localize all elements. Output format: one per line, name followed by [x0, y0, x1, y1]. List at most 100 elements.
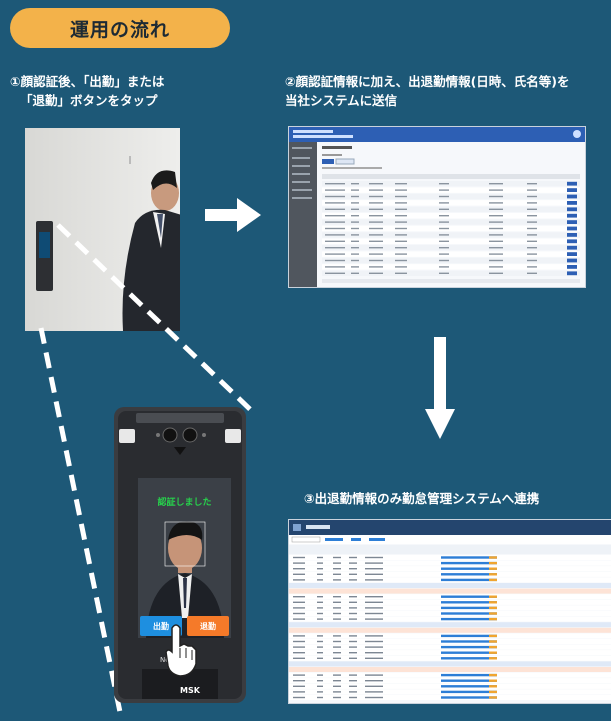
system-table-cell — [395, 195, 407, 198]
attendance-table-cell — [333, 573, 341, 575]
system-table-detail-button — [567, 239, 577, 244]
system-table-cell — [369, 266, 383, 268]
system-table-cell — [325, 240, 345, 242]
system-table-cell — [527, 240, 537, 242]
attendance-table-cell — [293, 556, 305, 559]
step2-line2: 当社システムに送信 — [285, 93, 398, 108]
attendance-overtime-bar — [489, 617, 497, 621]
attendance-table-cell — [293, 573, 305, 575]
attendance-work-bar — [441, 679, 497, 682]
system-table-detail-button — [567, 258, 577, 263]
system-table-detail-button — [567, 213, 577, 218]
attendance-table-cell — [365, 640, 383, 643]
system-table-cell — [439, 189, 449, 191]
attendance-work-bar — [441, 696, 497, 699]
attendance-table-cell — [293, 568, 305, 570]
system-table-detail-button — [567, 226, 577, 231]
attendance-table-row — [289, 667, 611, 672]
system-table-cell — [369, 183, 383, 185]
attendance-overtime-bar — [489, 640, 497, 643]
attendance-overtime-bar — [489, 634, 497, 638]
attendance-overtime-bar — [489, 657, 497, 660]
attendance-table-cell — [317, 685, 323, 687]
system-table-cell — [325, 227, 345, 230]
system-table-rows — [322, 181, 580, 276]
system-table-cell — [351, 247, 359, 249]
system-table-cell — [527, 247, 537, 249]
system-table-cell — [351, 208, 359, 210]
system-table-cell — [489, 202, 503, 204]
attendance-table-cell — [293, 579, 305, 581]
attendance-table-cell — [349, 568, 357, 570]
attendance-table-cell — [349, 674, 357, 676]
attendance-table-cell — [317, 607, 323, 609]
system-table-cell — [527, 266, 537, 268]
attendance-table-cell — [365, 657, 383, 659]
system-table-cell — [325, 221, 345, 223]
attendance-table-cell — [365, 596, 383, 598]
attendance-table-cell — [365, 696, 383, 699]
attendance-table-cell — [333, 579, 341, 581]
attendance-work-bar — [441, 573, 497, 576]
attendance-table-cell — [317, 652, 323, 654]
attendance-table-row — [289, 661, 611, 667]
attendance-overtime-bar — [489, 645, 497, 649]
system-table-row — [322, 206, 580, 212]
attendance-table-cell — [293, 596, 305, 598]
attendance-table-cell — [349, 607, 357, 609]
system-table-cell — [439, 227, 449, 230]
step1-caption: ①顔認証後、「出勤」または 「退勤」ボタンをタップ — [10, 72, 164, 110]
system-table-cell — [369, 240, 383, 242]
attendance-table-cell — [293, 562, 305, 564]
attendance-work-bar — [441, 606, 497, 610]
system-table-cell — [351, 272, 359, 274]
attendance-table-cell — [317, 573, 323, 575]
attendance-table-cell — [365, 674, 383, 676]
attendance-table-cell — [333, 612, 341, 615]
attendance-table-cell — [333, 646, 341, 648]
system-table-cell — [527, 215, 537, 217]
device-screen: 認証しました 出勤 退勤 — [138, 478, 231, 638]
attendance-table-cell — [333, 607, 341, 609]
attendance-overtime-bar — [489, 690, 497, 694]
step3-line: ③出退勤情報のみ勤怠管理システムへ連携 — [304, 491, 540, 506]
system-table-cell — [395, 183, 407, 185]
attendance-table-cell — [333, 640, 341, 643]
system-table-cell — [439, 247, 449, 249]
system-table-cell — [395, 240, 407, 242]
system-table-cell — [489, 266, 503, 268]
attendance-table-cell — [333, 696, 341, 699]
attendance-table-cell — [365, 601, 383, 603]
attendance-table-cell — [349, 573, 357, 575]
system-table-cell — [369, 202, 383, 204]
attendance-table-cell — [317, 612, 323, 615]
attendance-screen-illustration — [289, 520, 611, 700]
system-table-cell — [527, 259, 537, 262]
attendance-work-bar — [441, 561, 497, 565]
step2-caption: ②顔認証情報に加え、出退勤情報(日時、氏名等)を 当社システムに送信 — [285, 72, 570, 110]
attendance-table-cell — [317, 674, 323, 676]
attendance-table-cell — [349, 696, 357, 699]
attendance-overtime-bar — [489, 673, 497, 677]
attendance-table-cell — [293, 635, 305, 637]
attendance-overtime-bar — [489, 612, 497, 615]
attendance-table-cell — [293, 652, 305, 654]
attendance-table-cell — [317, 562, 323, 564]
attendance-table-row — [289, 627, 611, 633]
system-table-cell — [325, 253, 345, 255]
attendance-table-row — [289, 588, 611, 594]
system-table-cell — [395, 266, 407, 268]
clock-out-button[interactable]: 退勤 — [187, 616, 229, 636]
attendance-work-bar — [441, 690, 497, 694]
attendance-table-cell — [333, 596, 341, 598]
system-table-cell — [439, 234, 449, 236]
attendance-table-cell — [365, 685, 383, 687]
system-table-cell — [439, 202, 449, 204]
attendance-table-cell — [317, 556, 323, 559]
system-table-cell — [395, 227, 407, 230]
step2-line1: ②顔認証情報に加え、出退勤情報(日時、氏名等)を — [285, 74, 570, 89]
system-table-cell — [369, 253, 383, 255]
attendance-table-cell — [365, 579, 383, 581]
system-table-cell — [325, 215, 345, 217]
attendance-table-cell — [365, 562, 383, 564]
